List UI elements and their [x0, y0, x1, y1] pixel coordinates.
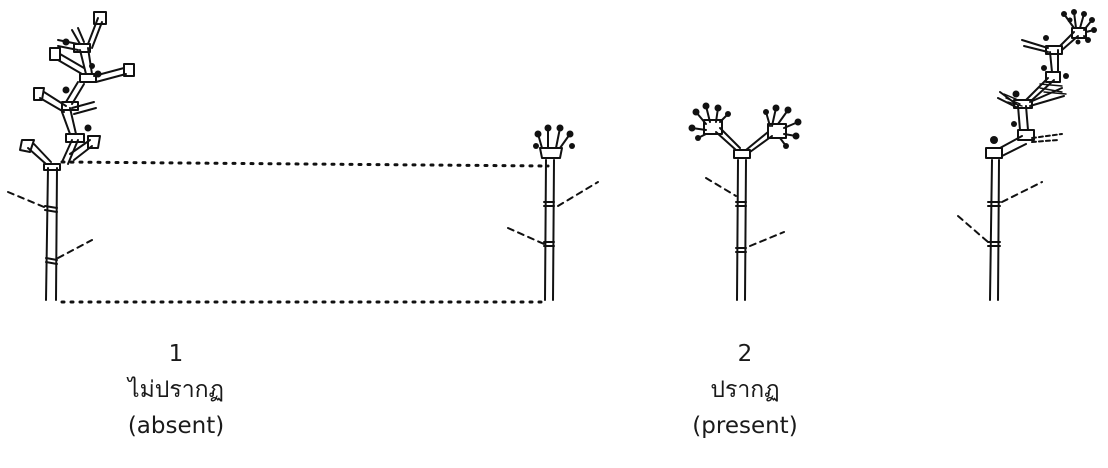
plant-comparison-figure — [7, 9, 1097, 304]
caption-absent: 1 ไม่ปรากฏ (absent) — [56, 336, 296, 444]
plant-umbel-tall-hatching — [1003, 83, 1067, 107]
plant-umbel-tall-knobs — [990, 9, 1097, 144]
caption-thai-label: ไม่ปรากฏ — [128, 377, 224, 403]
plant-short-absent — [507, 147, 599, 301]
plant-short-flower-stalks — [537, 127, 571, 149]
caption-thai-label: ปรากฏ — [710, 377, 780, 403]
height-comparison-dotted-lines — [60, 160, 550, 304]
caption-english-label: (present) — [692, 413, 798, 439]
plant-tall-absent — [7, 11, 135, 301]
plant-umbel-knobs — [688, 102, 802, 149]
plant-umbel-tall-present — [957, 27, 1087, 301]
caption-present: 2 ปรากฏ (present) — [625, 336, 865, 444]
plant-umbel-present — [703, 119, 787, 301]
caption-number: 2 — [737, 341, 753, 367]
plant-umbel-tall-rays — [1063, 11, 1095, 41]
caption-english-label: (absent) — [127, 413, 225, 439]
plant-tall-knobs — [62, 38, 102, 132]
plant-umbel-rays — [691, 105, 799, 147]
caption-number: 1 — [168, 341, 184, 367]
